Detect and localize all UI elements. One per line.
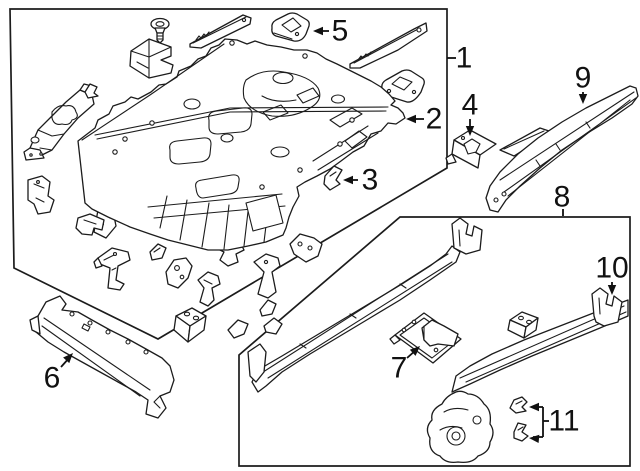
callout-2-number[interactable]: 2 [426, 103, 443, 136]
crossmember-6-drawing [29, 295, 175, 419]
floor-pan-drawing [77, 38, 406, 251]
callout-9-number[interactable]: 9 [575, 62, 592, 95]
callout-3-number[interactable]: 3 [362, 164, 379, 197]
clips-11-drawing [509, 396, 529, 442]
fastener-screw-drawing [150, 17, 170, 44]
cover-plate-drawing [271, 12, 310, 42]
rail-9-drawing [485, 85, 639, 213]
callout-8[interactable]: 8 [554, 181, 571, 217]
mid-scatter-brackets-drawing [149, 243, 221, 307]
callout-5-arrowhead [313, 26, 323, 36]
callout-7-number[interactable]: 7 [391, 352, 408, 385]
callout-4-arrowhead [465, 126, 475, 136]
callout-11-arrowhead [529, 434, 540, 444]
parts-layer [23, 12, 639, 464]
n-clip-drawing [75, 213, 105, 236]
callout-11[interactable]: 11 [529, 402, 580, 444]
rail-b-drawing [421, 299, 629, 464]
small-bracket-left-drawing [27, 175, 55, 215]
callout-3[interactable]: 3 [343, 164, 378, 197]
callouts-layer: 12 3 4 5 6 7 8 9 10 11 [44, 15, 629, 444]
sill-strip-upper-drawing [189, 14, 252, 49]
callout-11-arrowhead [529, 402, 539, 412]
callout-2[interactable]: 2 [406, 103, 442, 136]
callout-4-number[interactable]: 4 [462, 89, 479, 122]
callout-9[interactable]: 9 [575, 62, 592, 105]
box-bracket-drawing [173, 307, 207, 343]
callout-3-arrowhead [343, 175, 353, 185]
callout-7[interactable]: 7 [391, 343, 423, 385]
callout-10-number[interactable]: 10 [595, 252, 628, 285]
callout-6[interactable]: 6 [44, 350, 76, 395]
callout-7-arrowhead [409, 346, 420, 356]
sill-strip-right-drawing [349, 22, 428, 69]
callout-4[interactable]: 4 [462, 89, 479, 137]
callout-5[interactable]: 5 [313, 15, 348, 48]
bracket-4-drawing [445, 127, 553, 169]
corner-bracket-drawing [129, 38, 174, 79]
callout-8-number[interactable]: 8 [554, 181, 571, 214]
hat-bracket-drawing [93, 247, 131, 291]
callout-5-number[interactable]: 5 [332, 15, 349, 48]
callout-6-arrowhead [63, 353, 73, 364]
callout-11-number[interactable]: 11 [548, 405, 579, 438]
callout-9-arrowhead [578, 94, 588, 104]
callout-1-number[interactable]: 1 [456, 42, 473, 75]
u-clip-10-drawing [591, 287, 623, 327]
callout-6-number[interactable]: 6 [44, 362, 61, 395]
wheelhouse-bracket-drawing [23, 83, 99, 161]
callout-1[interactable]: 1 [447, 42, 472, 75]
callout-2-arrowhead [406, 114, 416, 124]
clip-3-drawing [323, 165, 343, 191]
callout-10-arrowhead [607, 285, 617, 295]
rail-a-drawing [247, 217, 483, 393]
callout-10[interactable]: 10 [595, 252, 629, 296]
